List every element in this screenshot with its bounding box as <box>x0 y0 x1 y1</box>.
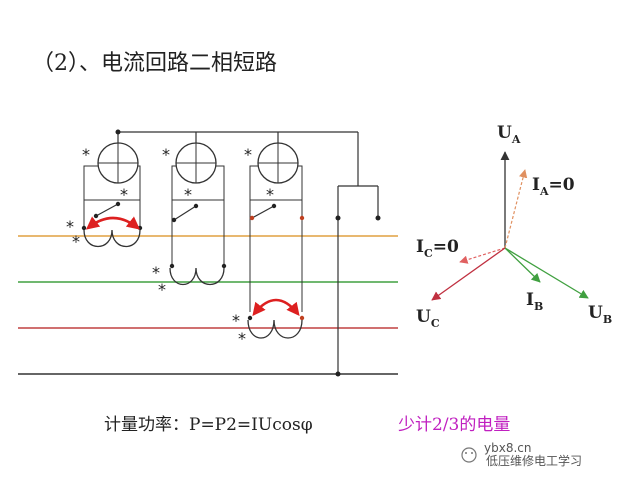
polarity-star: * <box>66 217 74 236</box>
neutral-node <box>375 215 381 221</box>
meter-2 <box>169 142 227 285</box>
meter-3 <box>247 142 305 339</box>
label-ub: UB <box>588 303 612 326</box>
polarity-star: * <box>82 145 90 164</box>
polarity-star: * <box>72 232 80 251</box>
short-circuit-arrow <box>252 298 300 317</box>
label-uc: UC <box>416 307 440 330</box>
phasor-ib <box>504 247 541 283</box>
polarity-markers: * * * * * * * * * * * * <box>66 145 274 348</box>
short-circuit-arrow <box>85 216 141 230</box>
polarity-star: * <box>120 185 128 204</box>
bus-node <box>115 129 121 135</box>
polarity-star: * <box>266 185 274 204</box>
phasor-ub <box>504 247 589 299</box>
neutral-node <box>335 215 341 221</box>
neutral-node <box>335 371 341 377</box>
polarity-star: * <box>244 145 252 164</box>
power-formula: 计量功率：P=P2=IUcosφ <box>104 415 313 435</box>
polarity-star: * <box>158 280 166 299</box>
polarity-star: * <box>184 185 192 204</box>
polarity-star: * <box>152 263 160 282</box>
voltage-bus <box>117 131 379 372</box>
label-ic: IC=0 <box>416 237 459 260</box>
phasor-diagram: UA IA=0 IC=0 IB UB UC <box>416 123 612 330</box>
polarity-star: * <box>238 329 246 348</box>
watermark-site: ybx8.cn <box>484 441 531 455</box>
label-ia: IA=0 <box>532 175 575 198</box>
polarity-star: * <box>232 311 240 330</box>
label-ib: IB <box>526 290 543 313</box>
label-ua: UA <box>497 123 521 146</box>
phasor-ia <box>504 169 528 249</box>
energy-loss-note: 少计2/3的电量 <box>398 415 510 435</box>
meter-1 <box>81 142 143 247</box>
wechat-icon <box>461 447 477 463</box>
phasor-uc <box>431 247 506 301</box>
watermark-account: 低压维修电工学习 <box>486 453 582 468</box>
polarity-star: * <box>162 145 170 164</box>
page-title: （2）、电流回路二相短路 <box>32 51 277 76</box>
phasor-ic <box>459 247 506 264</box>
watermark: ybx8.cn 低压维修电工学习 <box>461 441 582 468</box>
